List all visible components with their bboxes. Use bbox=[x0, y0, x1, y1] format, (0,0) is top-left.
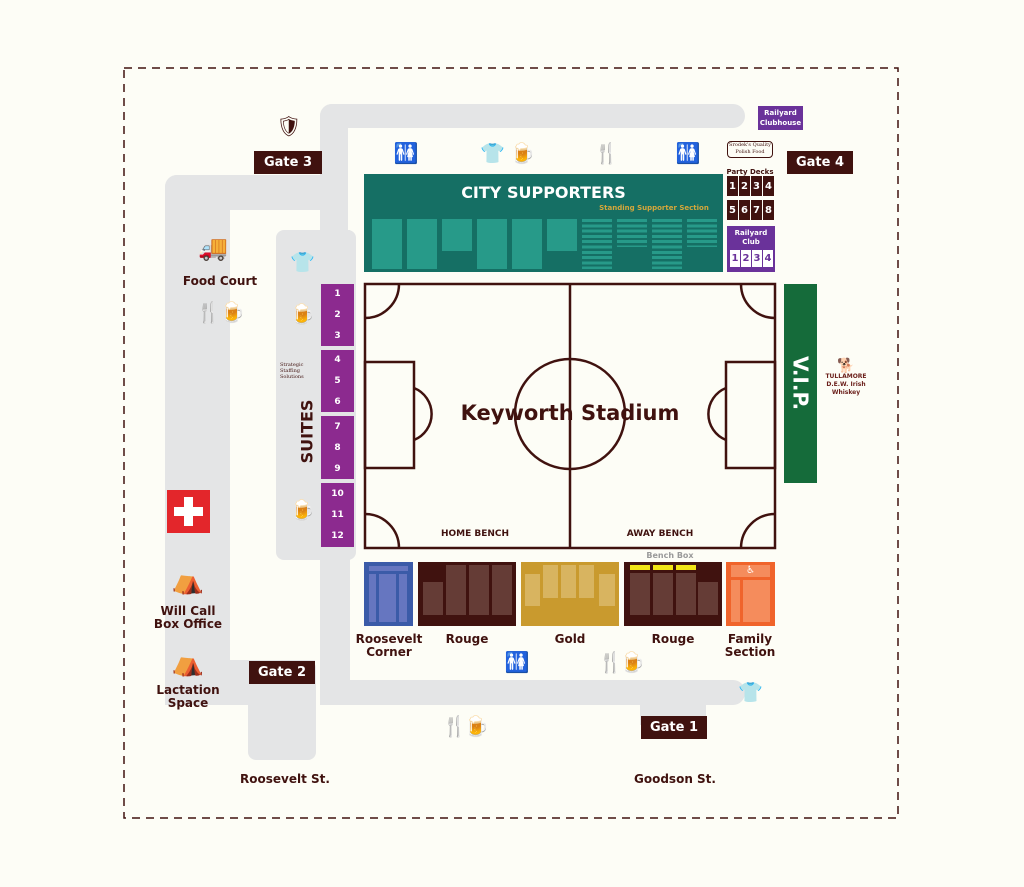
suites-1-3[interactable]: 1 2 3 bbox=[321, 284, 354, 346]
beer-icon: 🍺 bbox=[510, 141, 535, 165]
suites-10-12[interactable]: 10 11 12 bbox=[321, 483, 354, 547]
venue-boundary bbox=[123, 67, 899, 819]
label-rouge-right: Rouge bbox=[651, 632, 695, 646]
stadium-name: Keyworth Stadium bbox=[460, 401, 680, 425]
gate-3[interactable]: Gate 3 bbox=[254, 151, 322, 174]
wheelchair-icon: ♿ bbox=[731, 565, 770, 577]
gate-2[interactable]: Gate 2 bbox=[249, 661, 315, 684]
suite-number: 10 bbox=[331, 488, 344, 499]
fork-knife-icon: 🍴 bbox=[196, 300, 221, 324]
suite-number: 11 bbox=[331, 509, 344, 520]
suites-7-9[interactable]: 7 8 9 bbox=[321, 416, 354, 479]
suite-number: 2 bbox=[334, 309, 341, 320]
suite-number: 1 bbox=[334, 289, 341, 300]
suite-number: 6 bbox=[334, 396, 341, 407]
section-family[interactable]: ♿ bbox=[726, 562, 775, 626]
suite-number: 5 bbox=[334, 375, 341, 386]
tent-icon: ⛺ bbox=[171, 566, 205, 596]
vip-section[interactable]: V.I.P. bbox=[784, 284, 817, 483]
gate-1[interactable]: Gate 1 bbox=[641, 716, 707, 739]
party-deck-2[interactable]: 2 bbox=[739, 176, 750, 196]
suite-number: 9 bbox=[334, 463, 341, 474]
will-call-label: Will Call Box Office bbox=[153, 604, 223, 631]
bench-box-seat bbox=[653, 565, 673, 570]
tullamore-text: TULLAMORE D.E.W. Irish Whiskey bbox=[825, 373, 867, 396]
party-deck-3[interactable]: 3 bbox=[751, 176, 762, 196]
label-family-section: Family Section bbox=[724, 632, 776, 659]
railyard-clubhouse[interactable]: Railyard Clubhouse bbox=[758, 106, 803, 130]
railyard-club-3[interactable]: 3 bbox=[752, 250, 762, 267]
team-shield-logo: 🛡 bbox=[276, 114, 302, 138]
section-gold[interactable] bbox=[521, 562, 619, 626]
beer-icon: 🍺 bbox=[620, 650, 645, 674]
beer-icon: 🍺 bbox=[290, 498, 315, 522]
srodek-logo: Srodek's Quality Polish Food bbox=[727, 141, 773, 158]
fork-knife-icon: 🍴 bbox=[598, 650, 623, 674]
beer-icon: 🍺 bbox=[220, 300, 245, 324]
first-aid-icon bbox=[167, 490, 210, 533]
restroom-icon: 🚻 bbox=[504, 650, 530, 674]
party-deck-6[interactable]: 6 bbox=[739, 200, 750, 220]
beer-icon: 🍺 bbox=[290, 302, 315, 326]
label-rouge-left: Rouge bbox=[445, 632, 489, 646]
railyard-club-4[interactable]: 4 bbox=[763, 250, 773, 267]
supporters-subtitle: Standing Supporter Section bbox=[599, 204, 709, 212]
party-deck-8[interactable]: 8 bbox=[763, 200, 774, 220]
strategic-staffing-logo: Strategic Staffing Solutions bbox=[280, 362, 304, 380]
bench-box-seat bbox=[630, 565, 650, 570]
suites-4-6[interactable]: 4 5 6 bbox=[321, 350, 354, 412]
away-bench-label: AWAY BENCH bbox=[626, 529, 694, 539]
party-deck-1[interactable]: 1 bbox=[727, 176, 738, 196]
label-roosevelt-corner: Roosevelt Corner bbox=[355, 632, 423, 659]
shirt-icon: 👕 bbox=[738, 680, 763, 704]
shirt-icon: 👕 bbox=[480, 141, 505, 165]
section-rouge-right[interactable] bbox=[624, 562, 722, 626]
railyard-club-2[interactable]: 2 bbox=[741, 250, 751, 267]
suite-number: 8 bbox=[334, 442, 341, 453]
home-bench-label: HOME BENCH bbox=[440, 529, 510, 539]
railyard-club-1[interactable]: 1 bbox=[730, 250, 740, 267]
restroom-icon: 🚻 bbox=[393, 141, 419, 165]
food-truck-icon: 🚚 bbox=[198, 234, 228, 262]
label-gold: Gold bbox=[554, 632, 586, 646]
party-deck-7[interactable]: 7 bbox=[751, 200, 762, 220]
suites-label: SUITES bbox=[297, 399, 317, 464]
bench-box-seat bbox=[676, 565, 696, 570]
fork-knife-icon: 🍴 bbox=[594, 141, 619, 165]
party-deck-5[interactable]: 5 bbox=[727, 200, 738, 220]
gate-4[interactable]: Gate 4 bbox=[787, 151, 853, 174]
vip-label: V.I.P. bbox=[788, 355, 813, 411]
tent-icon: ⛺ bbox=[171, 648, 205, 678]
suite-number: 7 bbox=[334, 421, 341, 432]
beer-icon: 🍺 bbox=[464, 714, 489, 738]
party-decks-label: Party Decks bbox=[726, 168, 774, 176]
section-rouge-left[interactable] bbox=[418, 562, 516, 626]
lactation-label: Lactation Space bbox=[156, 683, 220, 710]
shirt-icon: 👕 bbox=[290, 250, 315, 274]
tullamore-logo: 🐕TULLAMORE D.E.W. Irish Whiskey bbox=[825, 358, 867, 396]
railyard-club-label: Railyard Club bbox=[734, 229, 768, 246]
fork-knife-icon: 🍴 bbox=[442, 714, 467, 738]
street-roosevelt: Roosevelt St. bbox=[240, 772, 330, 786]
restroom-icon: 🚻 bbox=[675, 141, 701, 165]
railyard-club[interactable]: Railyard Club 1 2 3 4 bbox=[727, 226, 775, 272]
field-markings bbox=[363, 283, 777, 549]
party-deck-4[interactable]: 4 bbox=[763, 176, 774, 196]
section-roosevelt-corner[interactable] bbox=[364, 562, 413, 626]
street-goodson: Goodson St. bbox=[634, 772, 716, 786]
food-court-label: Food Court bbox=[182, 274, 258, 288]
bench-box-label: Bench Box bbox=[646, 551, 694, 560]
suite-number: 3 bbox=[334, 330, 341, 341]
suite-number: 4 bbox=[334, 355, 341, 366]
supporters-title: CITY SUPPORTERS bbox=[461, 183, 626, 202]
suite-number: 12 bbox=[331, 531, 344, 542]
city-supporters-section[interactable]: CITY SUPPORTERS Standing Supporter Secti… bbox=[364, 174, 723, 272]
